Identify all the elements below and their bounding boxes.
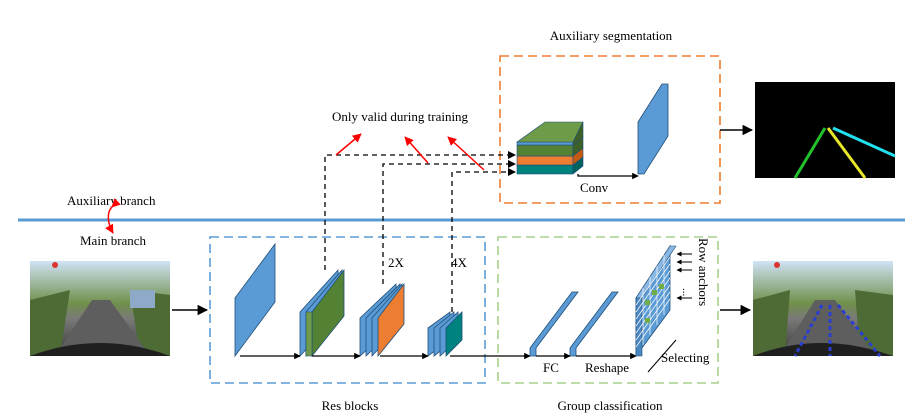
upsample-2x-label: 2X <box>388 255 405 270</box>
upsample-4x-label: 4X <box>451 255 468 270</box>
reshape-layer <box>569 291 619 357</box>
aux-branch-label: Auxiliary branch <box>67 193 156 208</box>
row-anchors-label: Row anchors <box>696 238 711 306</box>
classification-grid <box>635 244 677 358</box>
main-branch-label: Main branch <box>80 233 147 248</box>
fc-layer <box>529 291 579 357</box>
res-block-4-teal <box>445 311 463 357</box>
input-road-image <box>30 261 170 356</box>
aux-dashed-arrowheads <box>508 151 516 176</box>
training-arrow-3 <box>447 136 485 171</box>
fc-label: FC <box>543 360 559 375</box>
res-block-3-orange <box>377 282 405 358</box>
aux-dashed-connections <box>324 154 514 312</box>
aux-segmentation-box <box>499 55 721 204</box>
row-anchor-arrows <box>676 251 692 301</box>
aux-segmentation-title: Auxiliary segmentation <box>550 28 673 43</box>
training-arrow-2 <box>404 136 429 164</box>
res-block-1 <box>234 242 276 358</box>
reshape-label: Reshape <box>585 360 629 375</box>
only-valid-label: Only valid during training <box>332 109 469 124</box>
training-arrow-1 <box>335 133 362 156</box>
row-anchors-ellipsis: ... <box>680 288 692 297</box>
selecting-label: Selecting <box>661 350 710 365</box>
segmentation-output-image <box>755 82 896 179</box>
res-block-2-green-front <box>305 311 313 357</box>
output-lane-image <box>753 261 893 357</box>
branch-switch-arrow <box>105 198 121 234</box>
group-classification-box <box>497 236 719 384</box>
res-blocks-title: Res blocks <box>322 398 379 413</box>
feature-concat-stack <box>516 121 584 175</box>
selecting-arrow <box>647 339 677 373</box>
conv-label: Conv <box>580 180 609 195</box>
conv-output-layer <box>637 83 669 175</box>
conv-arrow <box>577 172 639 180</box>
group-classification-title: Group classification <box>557 398 663 413</box>
